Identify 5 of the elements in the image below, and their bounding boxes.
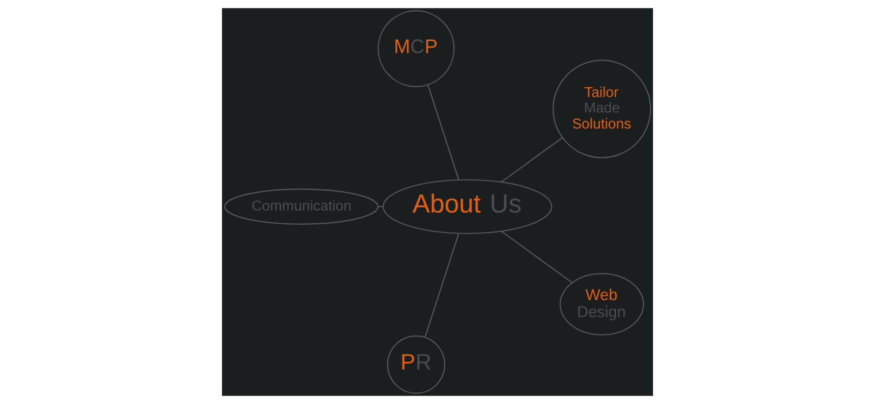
connector [377,206,384,208]
connector [500,230,572,284]
connector [426,84,459,180]
connector [424,232,459,338]
connector [500,137,562,182]
